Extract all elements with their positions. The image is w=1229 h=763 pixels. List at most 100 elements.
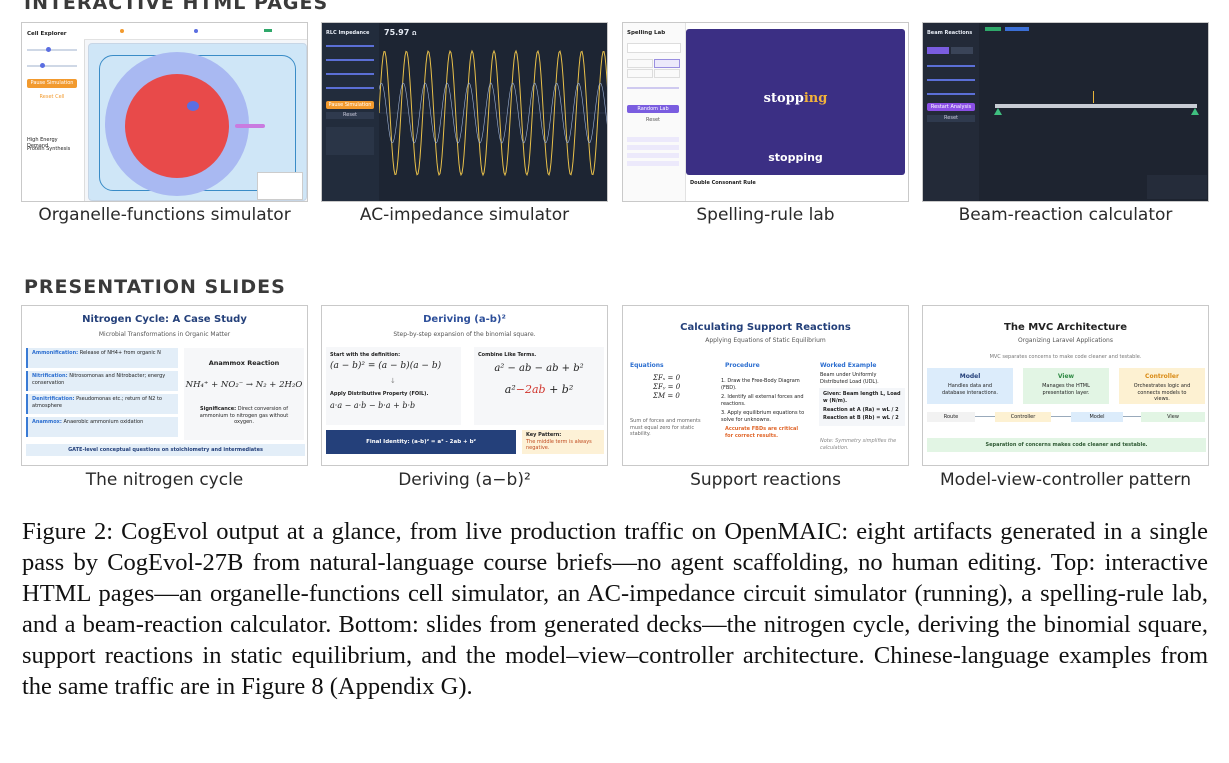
support-step: 2. Identify all external forces and reac… (721, 394, 804, 407)
list-item[interactable] (627, 161, 679, 166)
support-subtitle: Applying Equations of Static Equilibrium (705, 337, 826, 344)
cell-canvas[interactable] (88, 43, 307, 201)
load-arrow-icon (1093, 91, 1094, 103)
mvc-flow-line (975, 416, 1161, 417)
nitrogen-process-list: Ammonification: Release of NH4+ from org… (26, 348, 178, 440)
ac-slider-1[interactable] (326, 45, 374, 47)
spell-option-1[interactable] (627, 59, 653, 68)
deriving-right-box: Combine Like Terms. a² − ab − ab + b² a²… (474, 347, 604, 425)
beam-sidebar: Beam Reactions Restart Analysis Reset (923, 23, 979, 201)
slide-nitrogen-cycle: Nitrogen Cycle: A Case Study Microbial T… (21, 305, 308, 466)
slide-mvc: The MVC Architecture Organizing Laravel … (922, 305, 1209, 466)
cell-slider-2-thumb[interactable] (40, 63, 45, 68)
spell-option-4[interactable] (654, 69, 680, 78)
support-example-box: Given: Beam length L, Load w (N/m). Reac… (819, 388, 905, 426)
list-item[interactable] (627, 145, 679, 150)
spell-word-base: stopp (763, 91, 804, 106)
support-col-procedure: Procedure (725, 362, 760, 369)
beam-slider-1[interactable] (927, 65, 975, 67)
nitrogen-item-key: Anammox: (32, 419, 62, 425)
section-title-slides: PRESENTATION SLIDES (24, 276, 286, 298)
cell-reset-button[interactable]: Reset Cell (39, 94, 65, 100)
mvc-flow-view: View (1141, 412, 1205, 422)
beam-reset-button[interactable]: Reset (927, 115, 975, 122)
cell-title: Cell Explorer (27, 31, 67, 37)
mvc-flow-controller: Controller (995, 412, 1051, 422)
nitrogen-item-text: Nitrosomonas and Nitrobacter; energy con… (32, 373, 166, 386)
spell-word-list[interactable] (627, 137, 679, 175)
cell-legend (257, 172, 303, 200)
spell-random-button[interactable]: Random Lab (627, 105, 679, 113)
list-item: Ammonification: Release of NH4+ from org… (26, 348, 178, 368)
slide-support-reactions: Calculating Support Reactions Applying E… (622, 305, 909, 466)
spell-word-input[interactable] (627, 43, 681, 53)
ac-pause-button[interactable]: Pause Simulation (326, 101, 374, 109)
ac-slider-4[interactable] (326, 87, 374, 89)
support-title: Calculating Support Reactions (680, 322, 851, 333)
cell-slider-1-thumb[interactable] (46, 47, 51, 52)
cell-sidebar: Cell Explorer Pause Simulation Reset Cel… (22, 23, 85, 201)
support-b-icon (1191, 108, 1199, 115)
mvc-model-name: Model (959, 373, 981, 380)
panel-spelling-lab[interactable]: Spelling Lab Random Lab Reset stopping s… (622, 22, 909, 202)
ac-slider-2[interactable] (326, 59, 374, 61)
nitrogen-item-text: Pseudomonas etc.; return of N2 to atmosp… (32, 396, 162, 409)
mvc-model-desc: Handles data and database interactions. (941, 383, 998, 396)
beam-slider-2[interactable] (927, 79, 975, 81)
deriving-identity: Final Identity: (a-b)² = a² - 2ab + b² (326, 430, 516, 454)
mvc-view-box: View Manages the HTML presentation layer… (1023, 368, 1109, 404)
panel-beam-calculator[interactable]: Beam Reactions Restart Analysis Reset (922, 22, 1209, 202)
ac-waveform-plot (379, 49, 607, 177)
support-ra: Reaction at A (Ra) = wL / 2 (823, 407, 899, 413)
slide-deriving-square: Deriving (a-b)² Step-by-step expansion o… (321, 305, 608, 466)
deriving-eq-2: a·a − a·b − b·a + b·b (330, 401, 416, 410)
spell-reset-button[interactable]: Reset (646, 117, 660, 123)
spell-option-3[interactable] (627, 69, 653, 78)
deriving-pattern: Key Pattern:The middle term is always ne… (522, 430, 604, 454)
spell-word-suffix: ing (803, 91, 828, 106)
deriving-title: Deriving (a-b)² (423, 314, 506, 325)
label-beam-calculator: Beam-reaction calculator (958, 205, 1173, 225)
list-item[interactable] (627, 137, 679, 142)
cell-check-high-energy[interactable]: High Energy Demand (27, 137, 58, 149)
nitrogen-subtitle: Microbial Transformations in Organic Mat… (98, 331, 231, 338)
cell-slider-2[interactable] (27, 65, 77, 67)
ac-reset-button[interactable]: Reset (326, 112, 374, 119)
deriving-eq-4a: a² (504, 383, 516, 396)
spell-option-2[interactable] (654, 59, 680, 68)
support-col1-note: Sum of forces and moments must equal zer… (630, 418, 701, 437)
deriving-eq-4c: + b² (549, 383, 574, 396)
ac-impedance-readout: 75.97 Ω (384, 28, 416, 37)
beam-toggle-1[interactable] (927, 47, 949, 54)
deriving-left-box: Start with the definition: (a − b)² = (a… (326, 347, 461, 425)
deriving-eq-4: a²−2ab + b² (474, 383, 604, 396)
nitrogen-item-key: Nitrification: (32, 373, 68, 379)
cell-pause-button[interactable]: Pause Simulation (27, 79, 77, 88)
panel-cell-simulator[interactable]: Cell Explorer Pause Simulation Reset Cel… (21, 22, 308, 202)
beam-toggle-2[interactable] (951, 47, 973, 54)
deriving-step-1: Start with the definition: (330, 352, 401, 358)
mvc-controller-name: Controller (1145, 373, 1179, 380)
ac-slider-3[interactable] (326, 73, 374, 75)
cell-check-protein[interactable]: Protein Synthesis (27, 146, 71, 152)
label-nitrogen-cycle: The nitrogen cycle (85, 470, 244, 490)
support-a-icon (994, 108, 1002, 115)
beam-member (995, 104, 1197, 108)
beam-slider-3[interactable] (927, 93, 975, 95)
spell-slider[interactable] (627, 87, 679, 89)
list-item[interactable] (627, 153, 679, 158)
stat-dot-blue (194, 29, 198, 33)
cell-slider-1[interactable] (27, 49, 77, 51)
support-col-example: Worked Example (820, 362, 877, 369)
support-equation: ΣM = 0 (653, 392, 680, 400)
mvc-flow-model: Model (1071, 412, 1123, 422)
ac-sidebar: RLC Impedance Pause Simulation Reset (322, 23, 379, 201)
panel-ac-simulator[interactable]: RLC Impedance Pause Simulation Reset 75.… (321, 22, 608, 202)
nitrogen-item-text: Release of NH4+ from organic N (79, 350, 161, 356)
nitrogen-significance: Significance: Direct conversion of ammon… (188, 404, 300, 428)
mvc-footer: Separation of concerns makes code cleane… (927, 438, 1206, 452)
ac-impedance-unit: Ω (412, 31, 417, 37)
support-equation: ΣFᵧ = 0 (653, 383, 681, 391)
beam-restart-button[interactable]: Restart Analysis (927, 103, 975, 111)
cell-nucleus[interactable] (125, 74, 229, 178)
